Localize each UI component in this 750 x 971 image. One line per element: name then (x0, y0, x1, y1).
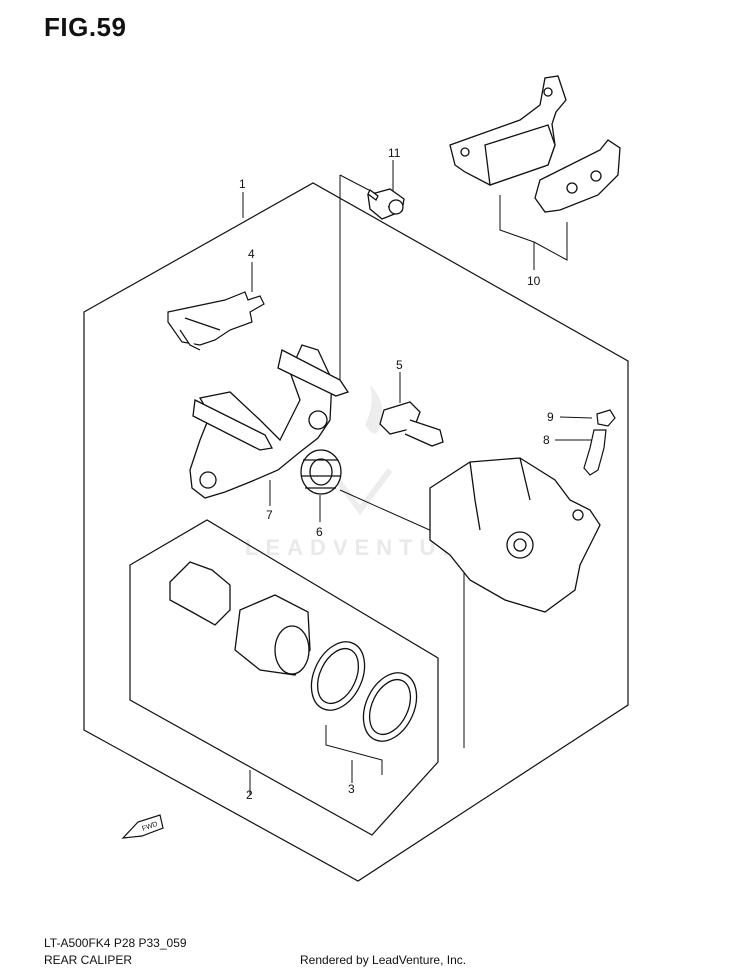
bleeder-valve-part (583, 429, 607, 476)
callout-labels: 1 2 3 4 5 6 7 8 9 10 11 (239, 146, 554, 802)
bolt-part (367, 188, 405, 220)
callout-6: 6 (316, 525, 323, 539)
figure-code: LT-A500FK4 P28 P33_059 (44, 936, 187, 950)
boot-part (300, 449, 342, 495)
seals-part (310, 641, 418, 742)
pad-spring-part (167, 291, 265, 351)
callout-8: 8 (543, 433, 550, 447)
slide-pin-part (379, 401, 444, 447)
callout-4: 4 (248, 247, 255, 261)
bleeder-cap-part (596, 409, 616, 427)
figure-name: REAR CALIPER (44, 953, 133, 967)
leader-lines (242, 160, 593, 795)
callout-7: 7 (266, 508, 273, 522)
callout-11: 11 (388, 146, 401, 160)
callout-1: 1 (239, 177, 246, 191)
callout-2: 2 (246, 788, 253, 802)
assembly-box-outline (83, 182, 629, 882)
piston-part (169, 561, 311, 676)
caliper-body-part (429, 457, 601, 613)
piston-box-outline (129, 519, 439, 836)
render-credit: Rendered by LeadVenture, Inc. (300, 953, 467, 967)
caliper-bracket-part (189, 344, 350, 499)
figure-title: FIG.59 (44, 12, 127, 42)
brake-pads-part (449, 75, 621, 213)
fwd-arrow-icon: FWD (121, 814, 164, 839)
callout-10: 10 (527, 274, 541, 288)
callout-5: 5 (396, 358, 403, 372)
callout-9: 9 (547, 410, 554, 424)
callout-3: 3 (348, 782, 355, 796)
